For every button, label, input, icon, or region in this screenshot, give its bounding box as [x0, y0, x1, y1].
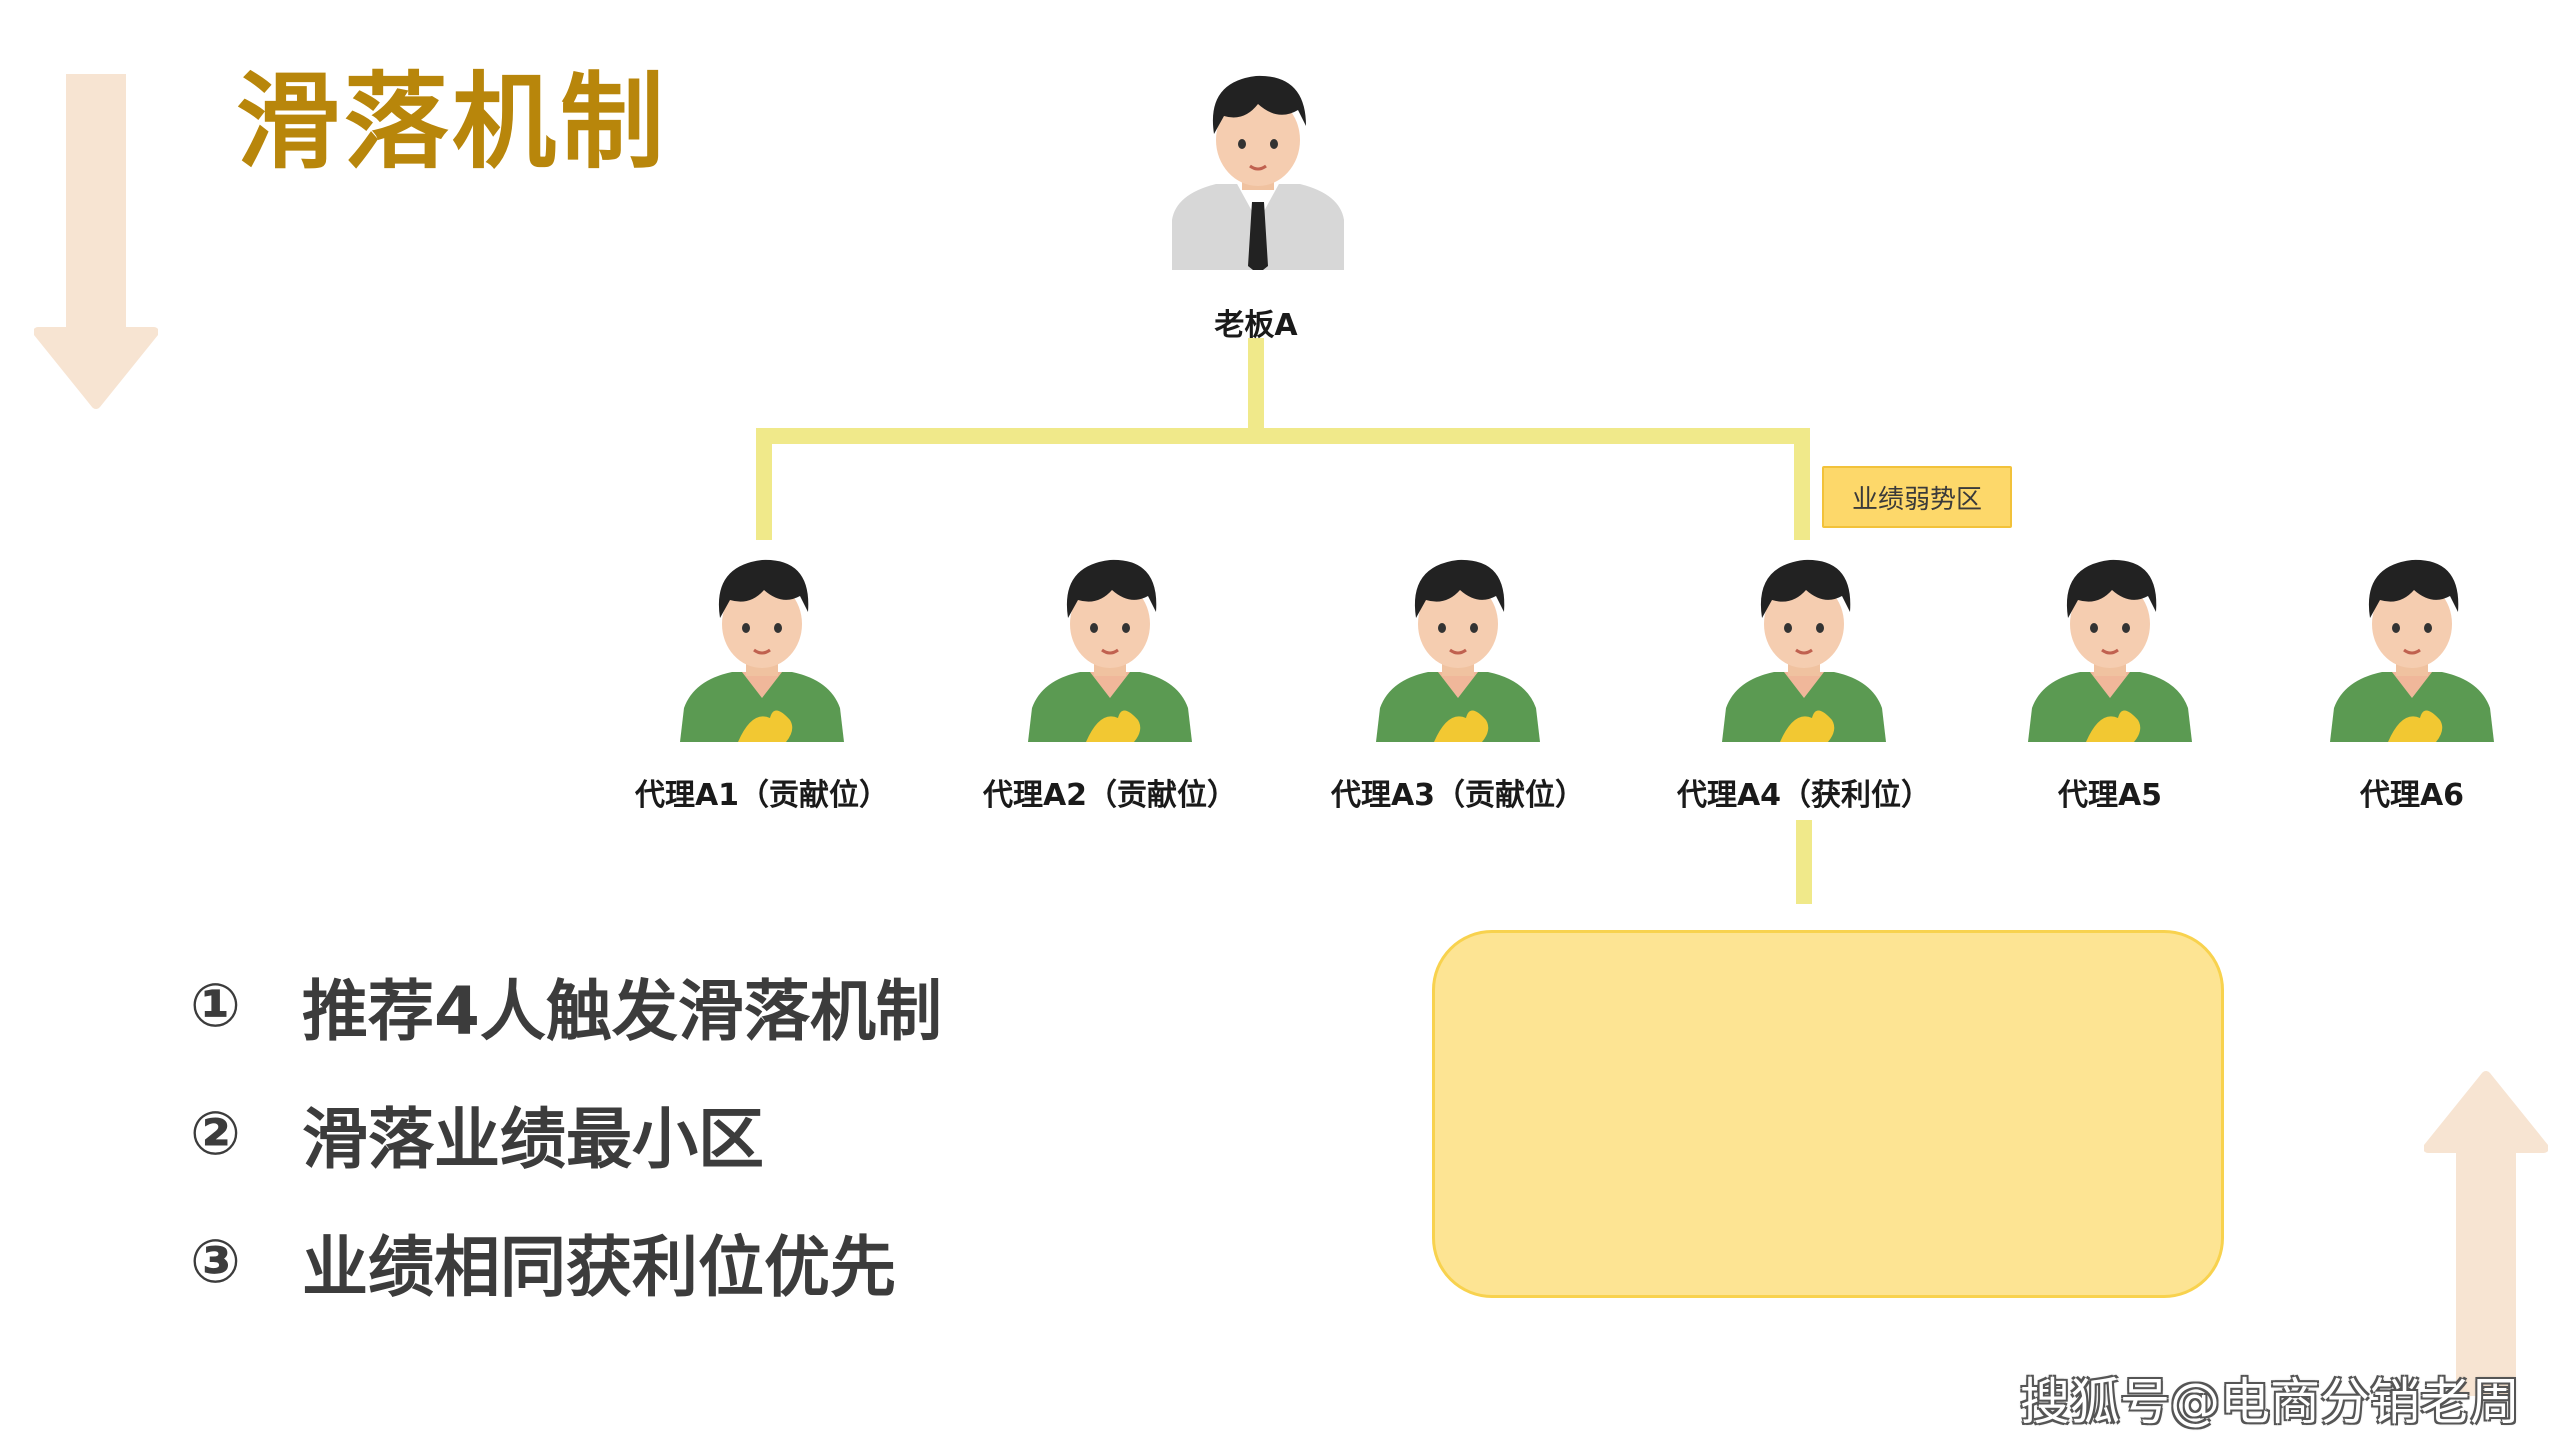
up-arrow-icon: [2424, 1071, 2548, 1396]
watermark: 搜狐号@电商分销老周: [2020, 1373, 2520, 1431]
rule-2-text: 滑落业绩最小区: [302, 1101, 764, 1178]
agent-label-2: 代理A2（贡献位）: [982, 778, 1238, 813]
page-title: 滑落机制: [236, 61, 669, 183]
agent-label-3: 代理A3（贡献位）: [1330, 778, 1586, 813]
rule-3-number: ③: [190, 1227, 241, 1297]
boss-label: 老板A: [1214, 308, 1298, 343]
rule-1-text: 推荐4人触发滑落机制: [302, 973, 942, 1050]
rule-1-number: ①: [190, 971, 241, 1041]
rule-2: ② 滑落业绩最小区: [190, 1086, 764, 1182]
rule-1: ① 推荐4人触发滑落机制: [190, 958, 942, 1054]
agent-avatar-2: [1028, 559, 1192, 742]
agent-label-1: 代理A1（贡献位）: [634, 778, 890, 813]
weak-zone-tag: 业绩弱势区: [1822, 466, 2012, 528]
highlight-box: [1432, 930, 2224, 1298]
agent-avatar-1: [680, 559, 844, 742]
agent-avatar-3: [1376, 559, 1540, 742]
agent-label-5: 代理A5: [2057, 778, 2163, 813]
agent-avatar-6: [2330, 559, 2494, 742]
agent-avatar-5: [2028, 559, 2192, 742]
rule-2-number: ②: [190, 1099, 241, 1169]
rule-3-text: 业绩相同获利位优先: [302, 1229, 896, 1306]
rule-3: ③ 业绩相同获利位优先: [190, 1214, 896, 1310]
agent-avatar-4: [1722, 559, 1886, 742]
down-arrow-icon: [34, 74, 158, 409]
agent-label-6: 代理A6: [2359, 778, 2465, 813]
boss-avatar: [1172, 75, 1344, 270]
agent-label-4: 代理A4（获利位）: [1676, 778, 1932, 813]
